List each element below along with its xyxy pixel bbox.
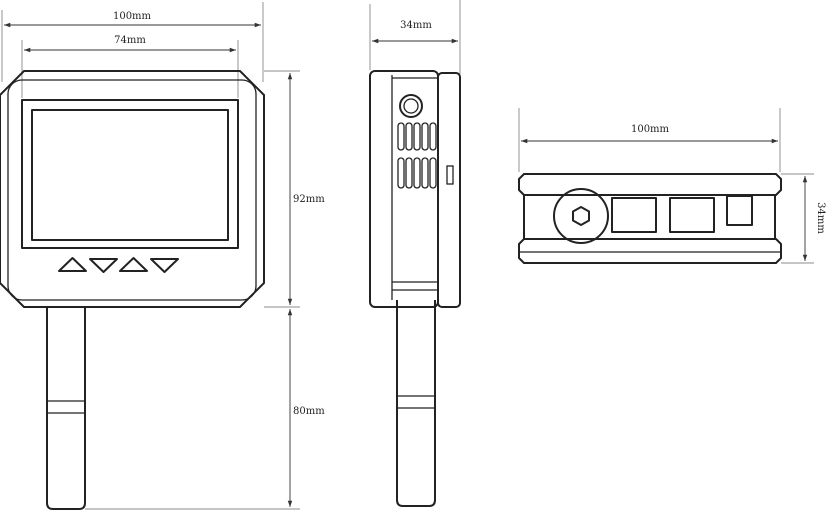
- side-tab: [446, 165, 454, 185]
- bottom-view: 100mm 34mm: [518, 108, 826, 264]
- side-front-bezel: [437, 72, 461, 308]
- side-vents: [397, 122, 437, 189]
- label-front-width: 100mm: [113, 11, 152, 22]
- label-probe-length: 80mm: [293, 406, 325, 417]
- bottom-hex-nut: [553, 188, 609, 244]
- label-body-height: 92mm: [293, 194, 325, 205]
- label-screen-width: 74mm: [114, 35, 146, 46]
- bottom-port-3: [726, 195, 753, 226]
- button-down-1: [89, 258, 118, 273]
- screen-frame: [21, 99, 239, 249]
- label-side-depth: 34mm: [400, 20, 432, 31]
- button-up-1: [58, 257, 87, 272]
- dimension-body-height: 92mm: [264, 70, 325, 308]
- side-probe: [396, 300, 436, 507]
- side-knob: [399, 94, 423, 118]
- dimension-bottom-width: 100mm: [518, 108, 781, 172]
- bottom-port-2: [669, 197, 715, 233]
- side-view: 34mm: [369, 0, 461, 507]
- front-bezel: [7, 79, 257, 301]
- dimension-screen-width: 74mm: [21, 35, 239, 98]
- button-down-2: [150, 258, 179, 273]
- screen: [31, 109, 229, 241]
- bottom-bottom-flange: [518, 238, 782, 264]
- front-probe: [46, 307, 86, 510]
- front-body-outline: [0, 70, 265, 308]
- dimension-probe-length: 80mm: [85, 309, 325, 510]
- dimension-front-width: 100mm: [1, 2, 264, 82]
- bottom-port-1: [611, 197, 657, 233]
- label-bottom-depth: 34mm: [815, 202, 826, 234]
- bottom-top-flange: [518, 173, 782, 196]
- button-up-2: [119, 257, 148, 272]
- front-view: 100mm 74mm: [0, 2, 325, 510]
- dimension-side-depth: 34mm: [369, 0, 461, 74]
- dimension-bottom-depth: 34mm: [781, 173, 826, 264]
- label-bottom-width: 100mm: [631, 124, 670, 135]
